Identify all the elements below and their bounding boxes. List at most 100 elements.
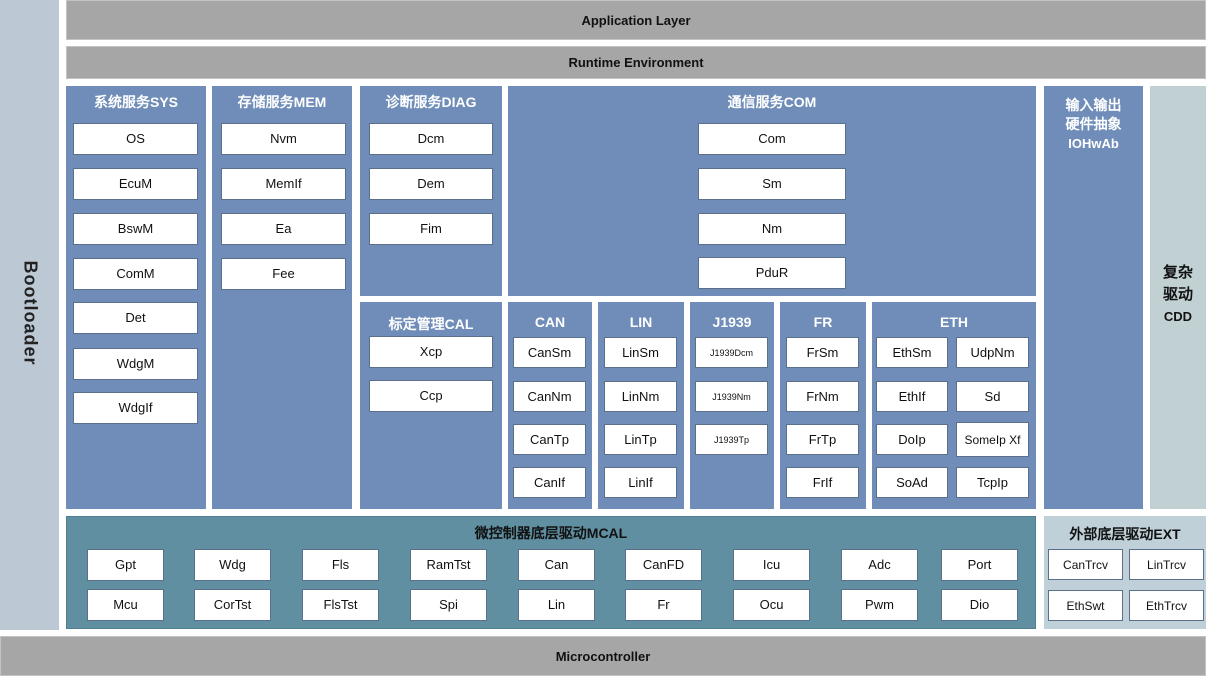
module-dcm[interactable]: Dcm: [369, 123, 493, 155]
module-wdgm[interactable]: WdgM: [73, 348, 198, 380]
iohwab-panel: 输入输出 硬件抽象 IOHwAb: [1044, 86, 1143, 509]
diag-panel: 诊断服务DIAG Dcm Dem Fim: [360, 86, 502, 296]
mcal-fls[interactable]: Fls: [302, 549, 379, 581]
cdd-line3: CDD: [1163, 309, 1193, 324]
module-nm[interactable]: Nm: [698, 213, 846, 245]
module-comm[interactable]: ComM: [73, 258, 198, 290]
mcal-flstst[interactable]: FlsTst: [302, 589, 379, 621]
ext-ethswt[interactable]: EthSwt: [1048, 590, 1123, 621]
module-nvm[interactable]: Nvm: [221, 123, 346, 155]
module-sm[interactable]: Sm: [698, 168, 846, 200]
mcal-can[interactable]: Can: [518, 549, 595, 581]
ext-ethtrcv[interactable]: EthTrcv: [1129, 590, 1204, 621]
lin-title: LIN: [629, 314, 653, 330]
mcal-spi[interactable]: Spi: [410, 589, 487, 621]
module-doip[interactable]: DoIp: [876, 424, 948, 455]
j1939-title: J1939: [712, 314, 752, 330]
module-fee[interactable]: Fee: [221, 258, 346, 290]
mcal-fr[interactable]: Fr: [625, 589, 702, 621]
ext-panel: 外部底层驱动EXT CanTrcv LinTrcv EthSwt EthTrcv: [1044, 516, 1206, 629]
ext-lintrcv[interactable]: LinTrcv: [1129, 549, 1204, 580]
mcal-canfd[interactable]: CanFD: [625, 549, 702, 581]
mcal-title: 微控制器底层驱动MCAL: [474, 525, 628, 541]
module-j1939nm[interactable]: J1939Nm: [695, 381, 768, 412]
module-cansm[interactable]: CanSm: [513, 337, 586, 368]
cdd-title: 复杂 驱动 CDD: [1150, 262, 1206, 328]
fr-panel: FR FrSm FrNm FrTp FrIf: [780, 302, 866, 509]
can-panel: CAN CanSm CanNm CanTp CanIf: [508, 302, 592, 509]
module-fim[interactable]: Fim: [369, 213, 493, 245]
mcal-lin[interactable]: Lin: [518, 589, 595, 621]
module-wdgif[interactable]: WdgIf: [73, 392, 198, 424]
bootloader-layer: Bootloader: [0, 0, 59, 630]
module-frsm[interactable]: FrSm: [786, 337, 859, 368]
module-linif[interactable]: LinIf: [604, 467, 677, 498]
mcal-cortst[interactable]: CorTst: [194, 589, 271, 621]
mcal-gpt[interactable]: Gpt: [87, 549, 164, 581]
mcal-ocu[interactable]: Ocu: [733, 589, 810, 621]
application-layer: Application Layer: [66, 0, 1206, 40]
iohwab-line3: IOHwAb: [1068, 136, 1119, 151]
module-ecum[interactable]: EcuM: [73, 168, 198, 200]
mcal-adc[interactable]: Adc: [841, 549, 918, 581]
com-panel: 通信服务COM Com Sm Nm PduR: [508, 86, 1036, 296]
mcal-dio[interactable]: Dio: [941, 589, 1018, 621]
iohwab-title: 输入输出 硬件抽象 IOHwAb: [1044, 96, 1143, 153]
bootloader-label: Bootloader: [20, 260, 41, 366]
lin-panel: LIN LinSm LinNm LinTp LinIf: [598, 302, 684, 509]
module-frtp[interactable]: FrTp: [786, 424, 859, 455]
mcal-mcu[interactable]: Mcu: [87, 589, 164, 621]
mcal-pwm[interactable]: Pwm: [841, 589, 918, 621]
sys-title: 系统服务SYS: [93, 94, 178, 110]
module-linsm[interactable]: LinSm: [604, 337, 677, 368]
module-det[interactable]: Det: [73, 302, 198, 334]
module-soad[interactable]: SoAd: [876, 467, 948, 498]
mcal-panel: 微控制器底层驱动MCAL Gpt Wdg Fls RamTst Can CanF…: [66, 516, 1036, 629]
module-frif[interactable]: FrIf: [786, 467, 859, 498]
module-dem[interactable]: Dem: [369, 168, 493, 200]
module-linnm[interactable]: LinNm: [604, 381, 677, 412]
ext-title: 外部底层驱动EXT: [1069, 526, 1181, 542]
eth-panel: ETH EthSm UdpNm EthIf Sd DoIp SomeIp Xf …: [872, 302, 1036, 509]
cdd-line2: 驱动: [1162, 286, 1193, 303]
mcal-port[interactable]: Port: [941, 549, 1018, 581]
mem-title: 存储服务MEM: [237, 94, 327, 110]
module-ea[interactable]: Ea: [221, 213, 346, 245]
mcal-icu[interactable]: Icu: [733, 549, 810, 581]
fr-title: FR: [813, 314, 833, 330]
mcal-ramtst[interactable]: RamTst: [410, 549, 487, 581]
module-bswm[interactable]: BswM: [73, 213, 198, 245]
cal-title: 标定管理CAL: [388, 316, 474, 332]
diag-title: 诊断服务DIAG: [385, 94, 477, 110]
module-ethif[interactable]: EthIf: [876, 381, 948, 412]
module-pdur[interactable]: PduR: [698, 257, 846, 289]
iohwab-line2: 硬件抽象: [1065, 116, 1122, 132]
module-os[interactable]: OS: [73, 123, 198, 155]
module-ethsm[interactable]: EthSm: [876, 337, 948, 368]
module-cantp[interactable]: CanTp: [513, 424, 586, 455]
cal-panel: 标定管理CAL Xcp Ccp: [360, 302, 502, 509]
mem-panel: 存储服务MEM Nvm MemIf Ea Fee: [212, 86, 352, 509]
module-memif[interactable]: MemIf: [221, 168, 346, 200]
module-cannm[interactable]: CanNm: [513, 381, 586, 412]
module-lintp[interactable]: LinTp: [604, 424, 677, 455]
j1939-panel: J1939 J1939Dcm J1939Nm J1939Tp: [690, 302, 774, 509]
module-xcp[interactable]: Xcp: [369, 336, 493, 368]
mcal-wdg[interactable]: Wdg: [194, 549, 271, 581]
module-j1939tp[interactable]: J1939Tp: [695, 424, 768, 455]
runtime-environment-layer: Runtime Environment: [66, 46, 1206, 79]
cdd-line1: 复杂: [1162, 264, 1193, 281]
module-frnm[interactable]: FrNm: [786, 381, 859, 412]
microcontroller-layer: Microcontroller: [0, 636, 1206, 676]
module-ccp[interactable]: Ccp: [369, 380, 493, 412]
module-tcpip[interactable]: TcpIp: [956, 467, 1029, 498]
cdd-panel: 复杂 驱动 CDD: [1150, 86, 1206, 509]
module-j1939dcm[interactable]: J1939Dcm: [695, 337, 768, 368]
eth-title: ETH: [940, 314, 968, 330]
module-someip-xf[interactable]: SomeIp Xf: [956, 422, 1029, 457]
module-com[interactable]: Com: [698, 123, 846, 155]
module-udpnm[interactable]: UdpNm: [956, 337, 1029, 368]
ext-cantrcv[interactable]: CanTrcv: [1048, 549, 1123, 580]
module-sd[interactable]: Sd: [956, 381, 1029, 412]
module-canif[interactable]: CanIf: [513, 467, 586, 498]
